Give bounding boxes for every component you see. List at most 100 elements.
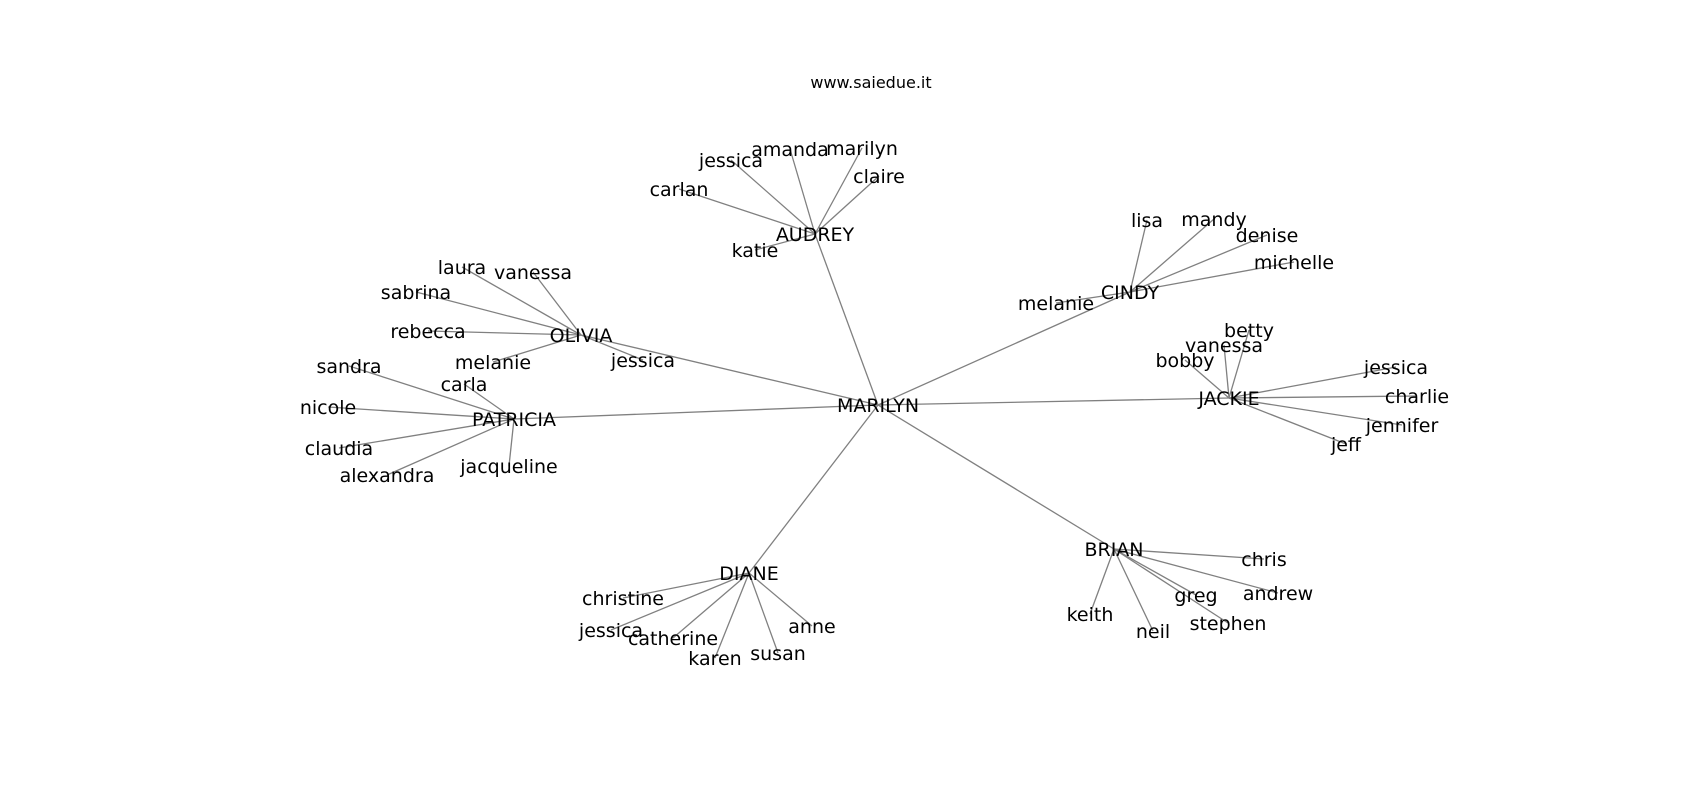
leaf-node-brian-stephen: stephen <box>1190 613 1267 635</box>
edge-cindy-cindy_michelle <box>1129 261 1295 293</box>
leaf-node-olivia-sabrina: sabrina <box>381 282 451 304</box>
hub-node-patricia: PATRICIA <box>472 409 556 431</box>
edge-brian-brian_chris <box>1113 548 1265 560</box>
edge-diane-diane_susan <box>748 572 779 654</box>
edge-diane-diane_christine <box>622 572 750 599</box>
edge-audrey-audrey_marilyn <box>814 147 863 235</box>
edge-cindy-cindy_lisa <box>1129 219 1148 293</box>
leaf-node-jackie-charlie: charlie <box>1385 386 1449 408</box>
edge-diane-diane_anne <box>748 572 813 627</box>
leaf-node-brian-greg: greg <box>1174 585 1217 607</box>
leaf-node-diane-anne: anne <box>788 616 835 638</box>
edge-marilyn_root-cindy <box>877 291 1131 406</box>
leaf-node-jackie-betty: betty <box>1224 320 1274 342</box>
leaf-node-jackie-jessica: jessica <box>1363 357 1428 379</box>
edge-patricia-patricia_nicole <box>327 406 515 420</box>
edge-olivia-olivia_laura <box>461 266 582 336</box>
edge-audrey-audrey_claire <box>814 175 880 235</box>
leaf-node-audrey-claire: claire <box>853 166 905 188</box>
leaf-node-brian-keith: keith <box>1067 604 1114 626</box>
leaf-node-brian-chris: chris <box>1241 549 1286 571</box>
leaf-node-diane-karen: karen <box>688 648 741 670</box>
leaf-node-diane-christine: christine <box>582 588 664 610</box>
edge-marilyn_root-brian <box>877 404 1115 550</box>
leaf-node-olivia-jessica: jessica <box>610 350 675 372</box>
edge-audrey-audrey_katie <box>754 233 816 251</box>
edge-diane-diane_karen <box>714 572 750 659</box>
page-title: www.saiedue.it <box>810 73 931 92</box>
leaf-node-patricia-carla: carla <box>441 374 488 396</box>
leaf-node-diane-susan: susan <box>750 643 806 665</box>
edge-brian-brian_keith <box>1089 548 1115 615</box>
leaf-node-audrey-marilyn: marilyn <box>826 138 898 160</box>
edge-brian-brian_greg <box>1113 548 1197 596</box>
edge-patricia-patricia_jacqueline <box>508 418 515 467</box>
edges-layer <box>327 147 1418 659</box>
edge-olivia-olivia_melanie <box>492 334 582 363</box>
edge-brian-brian_neil <box>1113 548 1154 632</box>
leaf-node-patricia-alexandra: alexandra <box>340 465 435 487</box>
edge-patricia-patricia_claudia <box>338 418 515 449</box>
edge-audrey-audrey_carlan <box>678 188 816 235</box>
edge-brian-brian_stephen <box>1113 548 1229 624</box>
hub-node-brian: BRIAN <box>1084 539 1143 561</box>
edge-marilyn_root-diane <box>748 404 879 574</box>
edge-olivia-olivia_jessica <box>580 334 644 361</box>
edge-marilyn_root-audrey <box>814 233 879 406</box>
leaf-node-olivia-laura: laura <box>438 257 486 279</box>
leaf-node-diane-catherine: catherine <box>628 628 718 650</box>
leaf-node-cindy-denise: denise <box>1236 225 1299 247</box>
edge-olivia-olivia_rebecca <box>427 330 582 336</box>
edge-jackie-jackie_bobby <box>1184 359 1230 399</box>
leaf-node-jackie-jennifer: jennifer <box>1365 415 1439 437</box>
leaf-node-jackie-bobby: bobby <box>1155 350 1214 372</box>
leaf-node-patricia-nicole: nicole <box>300 397 356 419</box>
leaf-node-brian-andrew: andrew <box>1243 583 1313 605</box>
edge-jackie-jackie_jessica <box>1228 366 1397 399</box>
edge-jackie-jackie_jennifer <box>1228 397 1403 426</box>
edge-jackie-jackie_betty <box>1228 329 1250 399</box>
hub-node-jackie: JACKIE <box>1197 388 1259 410</box>
hub-node-olivia: OLIVIA <box>550 325 613 347</box>
hub-node-cindy: CINDY <box>1101 282 1160 304</box>
edge-marilyn_root-jackie <box>877 397 1230 406</box>
leaf-node-cindy-melanie: melanie <box>1018 293 1094 315</box>
edge-diane-diane_catherine <box>672 572 750 639</box>
edge-audrey-audrey_jessica <box>730 159 816 235</box>
leaf-node-patricia-jacqueline: jacqueline <box>459 456 557 478</box>
edge-jackie-jackie_charlie <box>1228 395 1418 399</box>
edge-jackie-jackie_jeff <box>1228 397 1347 445</box>
edge-patricia-patricia_carla <box>463 383 515 420</box>
leaf-node-cindy-lisa: lisa <box>1131 210 1163 232</box>
edge-marilyn_root-patricia <box>513 404 879 420</box>
hub-node-marilyn-root: MARILYN <box>837 395 919 417</box>
edge-olivia-olivia_vanessa <box>532 271 582 336</box>
edge-olivia-olivia_sabrina <box>415 291 582 336</box>
leaf-node-audrey-amanda: amanda <box>751 139 829 161</box>
edge-patricia-patricia_sandra <box>348 365 515 420</box>
leaf-node-audrey-carlan: carlan <box>650 179 709 201</box>
edge-marilyn_root-olivia <box>580 334 879 406</box>
leaf-node-olivia-rebecca: rebecca <box>390 321 465 343</box>
edge-diane-diane_jessica <box>610 572 750 631</box>
edge-cindy-cindy_melanie <box>1055 291 1131 304</box>
leaf-node-cindy-michelle: michelle <box>1254 252 1334 274</box>
edge-cindy-cindy_denise <box>1129 234 1268 293</box>
leaf-node-patricia-sandra: sandra <box>316 356 381 378</box>
hub-node-diane: DIANE <box>719 563 778 585</box>
leaf-node-olivia-melanie: melanie <box>455 352 531 374</box>
leaf-node-brian-neil: neil <box>1136 621 1170 643</box>
leaf-node-diane-jessica: jessica <box>578 620 643 642</box>
edge-audrey-audrey_amanda <box>789 148 816 235</box>
nodes-layer: MARILYN AUDREY OLIVIA PATRICIA DIANE BRIAN JAC… <box>300 138 1449 670</box>
leaf-node-cindy-mandy: mandy <box>1181 209 1247 231</box>
leaf-node-audrey-katie: katie <box>732 240 779 262</box>
edge-jackie-jackie_vanessa <box>1223 344 1230 399</box>
edge-patricia-patricia_alexandra <box>386 418 515 476</box>
leaf-node-jackie-vanessa: vanessa <box>1185 335 1263 357</box>
edge-cindy-cindy_mandy <box>1129 218 1215 293</box>
leaf-node-olivia-vanessa: vanessa <box>494 262 572 284</box>
hub-node-audrey: AUDREY <box>776 224 855 246</box>
leaf-node-jackie-jeff: jeff <box>1330 434 1362 456</box>
